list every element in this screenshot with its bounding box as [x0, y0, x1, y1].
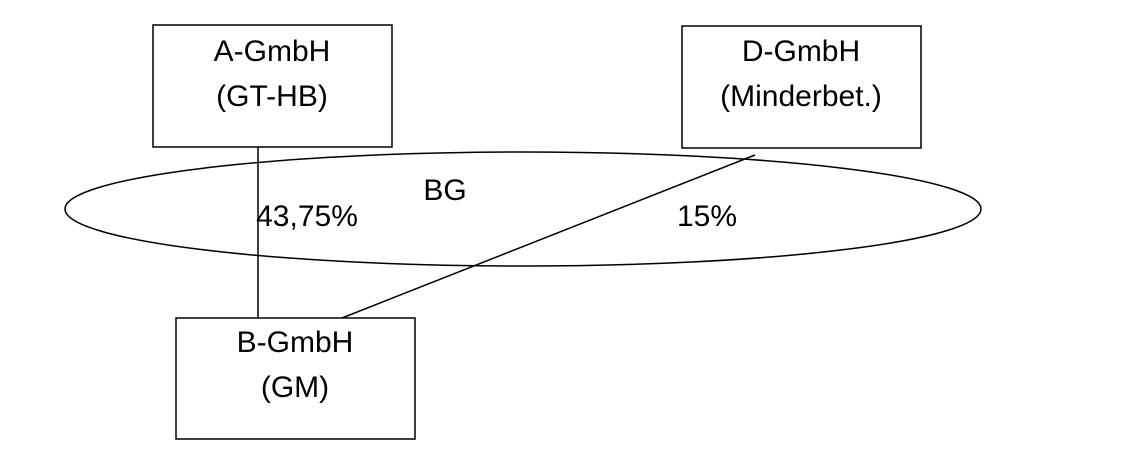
- node-a-gmbh-subtitle: (GT-HB): [216, 80, 328, 113]
- node-a-gmbh-title: A-GmbH: [214, 35, 331, 68]
- node-a-gmbh: A-GmbH (GT-HB): [152, 24, 393, 148]
- node-b-gmbh: B-GmbH (GM): [175, 317, 416, 440]
- bg-group-ellipse: [64, 151, 982, 267]
- node-b-gmbh-title: B-GmbH: [237, 326, 354, 359]
- node-d-gmbh-box: [681, 25, 922, 149]
- node-b-gmbh-subtitle: (GM): [261, 371, 329, 404]
- node-d-gmbh: D-GmbH (Minderbet.): [681, 25, 922, 149]
- edge-a-to-b-label: 43,75%: [256, 200, 358, 233]
- node-b-gmbh-box: [175, 317, 416, 440]
- bg-group-label: BG: [423, 174, 466, 207]
- edge-d-to-b: [341, 154, 756, 319]
- node-a-gmbh-box: [152, 24, 393, 148]
- node-d-gmbh-subtitle: (Minderbet.): [720, 80, 882, 113]
- node-d-gmbh-title: D-GmbH: [742, 35, 860, 68]
- edge-d-to-b-label: 15%: [677, 200, 737, 233]
